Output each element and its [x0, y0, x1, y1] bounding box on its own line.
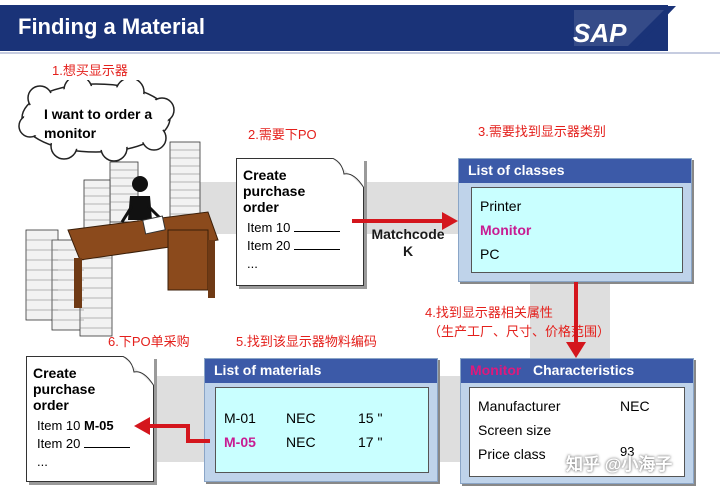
po2-item-row: Item 20	[37, 435, 130, 453]
purchase-order-doc-bottom: Create purchase order Item 10 M-05 Item …	[26, 356, 154, 482]
matchcode-label: Matchcode K	[358, 226, 458, 260]
materials-panel: List of materials M-01 NEC 15 " M-05 NEC…	[204, 358, 438, 482]
page-curl-icon	[332, 158, 364, 188]
po-item-20: Item 20	[247, 238, 291, 253]
po-item-10-field[interactable]	[293, 221, 340, 232]
step-2-note: 2.需要下PO	[248, 127, 317, 142]
char-value-manufacturer[interactable]: NEC	[620, 398, 650, 414]
po2-item-10: Item 10	[37, 418, 81, 433]
materials-list: M-01 NEC 15 " M-05 NEC 17 "	[215, 387, 429, 473]
thought-line-1: I want to order a	[44, 106, 153, 122]
step-5-note: 5.找到该显示器物料编码	[236, 334, 377, 349]
thought-bubble	[18, 80, 175, 185]
po-item-10: Item 10	[247, 220, 291, 235]
po2-title-line-1: Create	[33, 365, 77, 381]
po-item-row: Item 10	[247, 219, 340, 237]
header-divider	[0, 52, 720, 54]
material-maker-m05: NEC	[286, 434, 316, 450]
po-title-line-3: order	[243, 199, 279, 215]
matchcode-line-1: Matchcode	[371, 226, 445, 242]
watermark: 知乎 @小海子	[566, 455, 673, 474]
characteristics-panel: Monitor Characteristics Manufacturer NEC…	[460, 358, 694, 484]
characteristics-title: Characteristics	[533, 362, 635, 378]
step-4-note: 4.找到显示器相关属性	[425, 305, 553, 320]
characteristics-list: Manufacturer NEC Screen size Price class…	[469, 387, 685, 477]
characteristics-class: Monitor	[470, 362, 522, 378]
classes-panel-title: List of classes	[459, 159, 691, 183]
thought-line-2: monitor	[44, 125, 97, 141]
po-item-row: Item 20	[247, 237, 340, 255]
page-curl-icon	[122, 356, 154, 386]
char-label-manufacturer: Manufacturer	[478, 398, 561, 414]
sap-logo: SAP	[568, 6, 676, 50]
po-title-line-2: purchase	[243, 183, 306, 199]
step-4-note-detail: （生产工厂、尺寸、价格范围）	[428, 324, 611, 339]
po2-item-row: Item 10 M-05	[37, 417, 130, 435]
office-worker-illustration	[18, 80, 219, 337]
thought-bubble-text: I want to order a monitor	[44, 105, 152, 143]
header-band	[0, 5, 668, 51]
char-label-price-class: Price class	[478, 446, 546, 462]
material-code-m05[interactable]: M-05	[224, 434, 256, 450]
char-label-screen-size: Screen size	[478, 422, 552, 438]
class-item-monitor[interactable]: Monitor	[480, 222, 532, 238]
po2-item-20: Item 20	[37, 436, 81, 451]
char-value-price-class[interactable]: 93	[620, 444, 635, 459]
svg-text:SAP: SAP	[573, 18, 627, 48]
step-3-note: 3.需要找到显示器类别	[478, 124, 606, 139]
matchcode-line-2: K	[402, 243, 414, 259]
purchase-order-doc-top: Create purchase order Item 10 Item 20 ..…	[236, 158, 364, 286]
step-1-note: 1.想买显示器	[52, 63, 128, 78]
page-title: Finding a Material	[18, 14, 206, 39]
characteristics-panel-title: Monitor Characteristics	[461, 359, 693, 383]
classes-panel: List of classes Printer Monitor PC	[458, 158, 692, 282]
material-maker-m01: NEC	[286, 410, 316, 426]
class-item-printer[interactable]: Printer	[480, 198, 522, 214]
po2-item-10-value[interactable]: M-05	[83, 418, 114, 433]
po2-title-line-2: purchase	[33, 381, 96, 397]
po-item-20-field[interactable]	[293, 239, 340, 250]
po-title-line-1: Create	[243, 167, 287, 183]
material-size-m05: 17 "	[358, 434, 383, 450]
classes-list: Printer Monitor PC	[471, 187, 683, 273]
material-code-m01[interactable]: M-01	[224, 410, 256, 426]
po2-more: ...	[37, 454, 48, 469]
material-size-m01: 15 "	[358, 410, 383, 426]
materials-panel-title: List of materials	[205, 359, 437, 383]
po-more: ...	[247, 256, 258, 271]
step-6-note: 6.下PO单采购	[108, 334, 190, 349]
po2-item-20-field[interactable]	[83, 437, 130, 448]
class-item-pc[interactable]: PC	[480, 246, 500, 262]
po2-title-line-3: order	[33, 397, 69, 413]
